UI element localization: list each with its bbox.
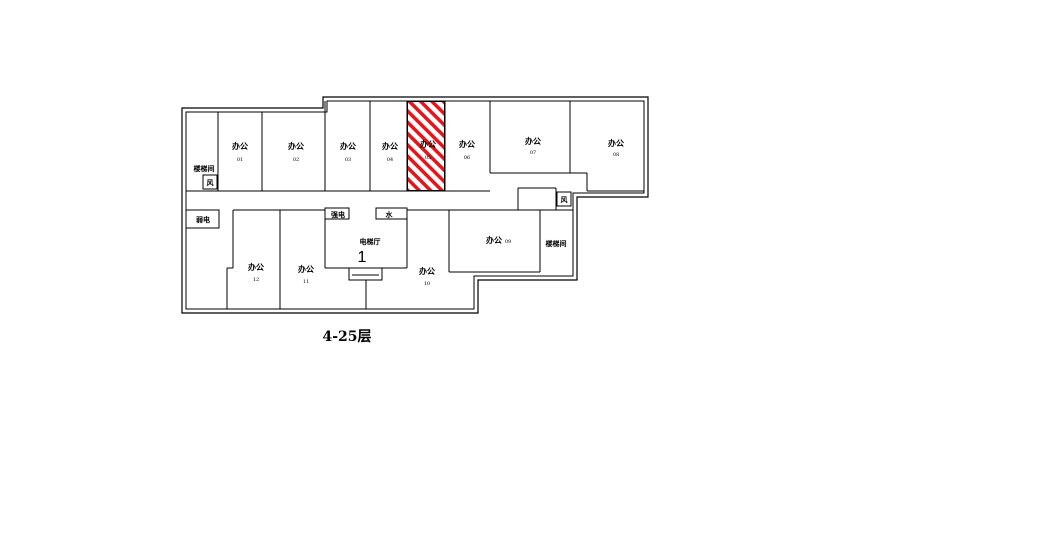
room-09-name: 办公 bbox=[486, 235, 502, 245]
room-05-name: 办公 bbox=[420, 139, 436, 149]
room-08[interactable]: 办公 08 bbox=[608, 138, 624, 158]
room-12[interactable]: 办公 12 bbox=[248, 262, 264, 283]
room-10-name: 办公 bbox=[419, 266, 435, 276]
room-03[interactable]: 办公 03 bbox=[340, 141, 356, 163]
wind-right-label: 风 bbox=[561, 195, 568, 204]
room-11-num: 11 bbox=[303, 279, 309, 285]
room-05-num: 05 bbox=[425, 155, 431, 161]
stair-left-label: 楼梯间 bbox=[194, 164, 215, 173]
strong-power-label: 强电 bbox=[331, 210, 345, 219]
room-03-name: 办公 bbox=[340, 141, 356, 151]
room-04-name: 办公 bbox=[382, 141, 398, 151]
room-07-num: 07 bbox=[530, 150, 536, 156]
elevator-hall-number: 1 bbox=[358, 249, 367, 266]
room-10-num: 10 bbox=[424, 281, 430, 287]
room-11-name: 办公 bbox=[298, 264, 314, 274]
outer-wall bbox=[181, 96, 649, 314]
room-02-num: 02 bbox=[293, 157, 299, 163]
room-09[interactable]: 办公 09 bbox=[486, 235, 511, 245]
strong-power-room bbox=[324, 207, 350, 220]
inner-wall bbox=[185, 100, 645, 310]
weak-power-room bbox=[185, 209, 220, 229]
room-11[interactable]: 办公 11 bbox=[298, 264, 314, 285]
room-08-num: 08 bbox=[613, 152, 619, 158]
room-01-name: 办公 bbox=[232, 141, 248, 151]
room-02-name: 办公 bbox=[288, 141, 304, 151]
elevator-hall-label: 电梯厅 bbox=[360, 237, 381, 246]
wind-shaft-right bbox=[556, 191, 572, 207]
water-room bbox=[375, 207, 408, 220]
room-12-num: 12 bbox=[253, 277, 259, 283]
water-label: 水 bbox=[386, 210, 394, 219]
room-07[interactable]: 办公 07 bbox=[525, 136, 541, 156]
wind-left-label: 风 bbox=[207, 178, 214, 187]
stair-right-label: 楼梯间 bbox=[546, 239, 567, 248]
room-08-name: 办公 bbox=[608, 138, 624, 148]
room-04[interactable]: 办公 04 bbox=[382, 141, 398, 163]
room-05-highlight[interactable] bbox=[407, 101, 445, 191]
room-03-num: 03 bbox=[345, 157, 351, 163]
room-01[interactable]: 办公 01 bbox=[232, 141, 248, 163]
wind-shaft-left bbox=[202, 174, 218, 190]
room-07-name: 办公 bbox=[525, 136, 541, 146]
room-06-num: 06 bbox=[464, 155, 470, 161]
room-06-name: 办公 bbox=[459, 139, 475, 149]
room-01-num: 01 bbox=[237, 157, 243, 163]
room-04-num: 04 bbox=[387, 157, 393, 163]
room-02[interactable]: 办公 02 bbox=[288, 141, 304, 163]
room-10[interactable]: 办公 10 bbox=[419, 266, 435, 287]
floor-label: 4-25层 bbox=[322, 329, 371, 345]
room-05[interactable]: 办公 05 bbox=[420, 139, 436, 161]
room-06[interactable]: 办公 06 bbox=[459, 139, 475, 161]
elevator-bay bbox=[348, 267, 383, 281]
room-09-num: 09 bbox=[505, 239, 511, 245]
room-12-name: 办公 bbox=[248, 262, 264, 272]
weak-power-label: 弱电 bbox=[196, 215, 210, 224]
